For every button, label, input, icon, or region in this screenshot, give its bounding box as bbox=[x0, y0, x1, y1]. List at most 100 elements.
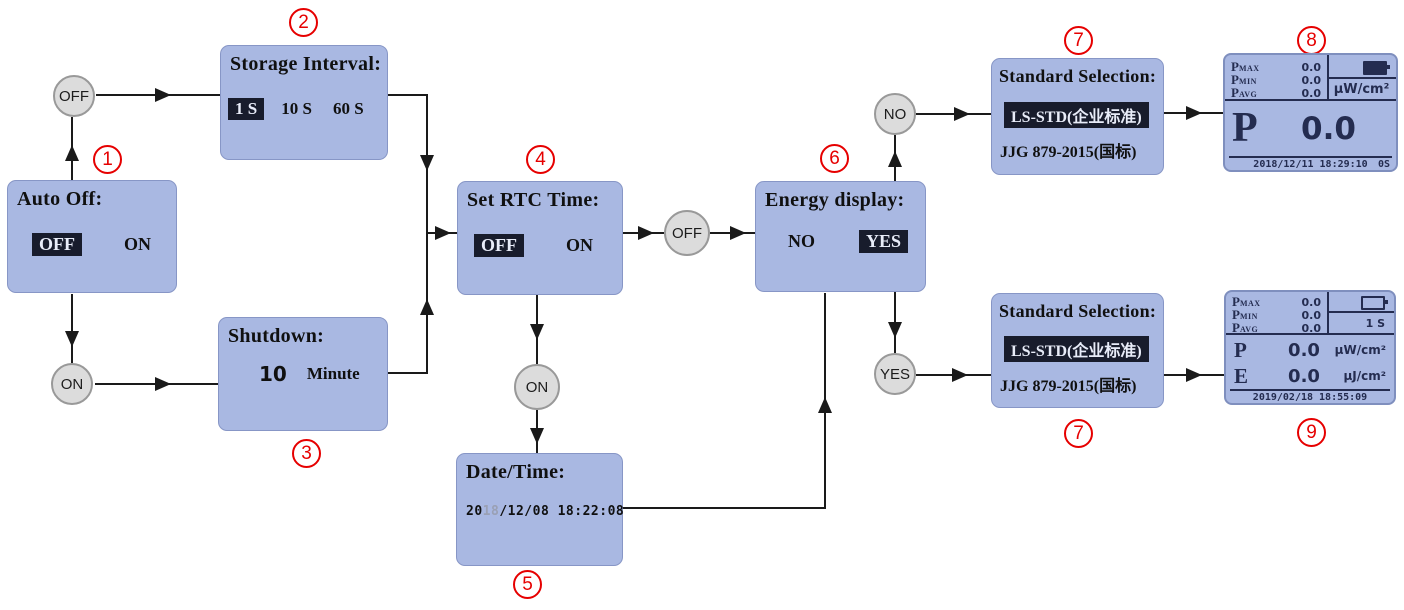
date-rest: /12/08 bbox=[499, 504, 550, 519]
box-title: Auto Off: bbox=[17, 188, 103, 210]
divider bbox=[1327, 311, 1394, 313]
battery-icon bbox=[1363, 61, 1390, 75]
step-badge-6: 6 bbox=[820, 144, 849, 173]
stat-value: 0.0 bbox=[1301, 61, 1322, 74]
measure-row-energy: E 0.0 µJ/cm² bbox=[1226, 363, 1394, 389]
option-off-selected: OFF bbox=[32, 233, 82, 256]
stat-value: 0.0 bbox=[1301, 74, 1322, 87]
timestamp: 2019/02/18 18:55:09 bbox=[1252, 392, 1368, 403]
stat-sub: AVG bbox=[1239, 325, 1259, 334]
node-off-top: OFF bbox=[53, 75, 95, 117]
shutdown-value: 10 bbox=[259, 362, 287, 386]
stat-value: 0.0 bbox=[1301, 87, 1322, 100]
stat-value: 0.0 bbox=[1301, 296, 1322, 309]
measure-label: P bbox=[1234, 337, 1247, 362]
measure-row-power: P 0.0 µW/cm² bbox=[1226, 337, 1394, 363]
option-ls-std-selected: LS-STD(企业标准) bbox=[1004, 102, 1149, 128]
date-year-cursor: 18 bbox=[482, 504, 500, 519]
node-no: NO bbox=[874, 93, 916, 135]
option-ls-std-selected: LS-STD(企业标准) bbox=[1004, 336, 1149, 362]
battery-icon bbox=[1361, 296, 1388, 310]
option-off-selected: OFF bbox=[474, 234, 524, 257]
box-title: Set RTC Time: bbox=[467, 189, 600, 211]
option-jjg-879: JJG 879-2015(国标) bbox=[1000, 378, 1137, 395]
box-title: Date/Time: bbox=[466, 461, 566, 483]
menu-box-date-time: Date/Time: 2018/12/08 18:22:08 bbox=[456, 453, 624, 566]
box-title: Standard Selection: bbox=[999, 66, 1157, 86]
stat-label: P bbox=[1232, 294, 1240, 309]
step-badge-7-top: 7 bbox=[1064, 26, 1093, 55]
step-badge-5: 5 bbox=[513, 570, 542, 599]
node-on-left: ON bbox=[51, 363, 93, 405]
date-year-prefix: 20 bbox=[466, 504, 483, 519]
option-10s: 10 S bbox=[281, 99, 312, 118]
menu-box-standard-selection-bottom: Standard Selection: LS-STD(企业标准) JJG 879… bbox=[991, 293, 1164, 408]
option-1s-selected: 1 S bbox=[228, 98, 265, 120]
shutdown-unit: Minute bbox=[306, 364, 360, 383]
stat-sub: MAX bbox=[1239, 299, 1261, 308]
box-title: Energy display: bbox=[765, 189, 905, 211]
stat-label: P bbox=[1231, 85, 1239, 100]
stat-sub: MIN bbox=[1238, 77, 1257, 86]
node-on-mid: ON bbox=[514, 364, 560, 410]
divider bbox=[1226, 333, 1394, 335]
menu-box-energy-display: Energy display: NO YES bbox=[755, 181, 926, 292]
timestamp: 2018/12/11 18:29:10 bbox=[1253, 159, 1368, 170]
divider bbox=[1230, 389, 1390, 391]
main-measure-label: P bbox=[1232, 105, 1258, 151]
option-no: NO bbox=[788, 231, 815, 251]
measure-label: E bbox=[1234, 363, 1249, 388]
divider bbox=[1225, 99, 1396, 101]
main-measure-value: 0.0 bbox=[1301, 111, 1356, 147]
option-on: ON bbox=[566, 235, 593, 255]
step-badge-4: 4 bbox=[526, 145, 555, 174]
stat-value: 0.0 bbox=[1301, 322, 1322, 335]
option-jjg-879: JJG 879-2015(国标) bbox=[1000, 144, 1137, 161]
option-yes-selected: YES bbox=[859, 230, 909, 253]
measure-value: 0.0 bbox=[1288, 339, 1320, 361]
menu-box-standard-selection-top: Standard Selection: LS-STD(企业标准) JJG 879… bbox=[991, 58, 1164, 175]
stat-label: P bbox=[1232, 320, 1240, 335]
menu-box-storage-interval: Storage Interval: 1 S 10 S 60 S bbox=[220, 45, 388, 160]
step-badge-1: 1 bbox=[93, 145, 122, 174]
storage-indicator: 0S bbox=[1377, 159, 1390, 170]
measure-value: 0.0 bbox=[1288, 365, 1320, 387]
divider bbox=[1327, 292, 1329, 334]
menu-box-auto-off: Auto Off: OFF ON bbox=[7, 180, 177, 293]
menu-box-set-rtc: Set RTC Time: OFF ON bbox=[457, 181, 623, 295]
box-title: Storage Interval: bbox=[230, 53, 382, 75]
divider bbox=[1229, 156, 1392, 158]
stat-sub: MIN bbox=[1239, 312, 1258, 321]
step-badge-2: 2 bbox=[289, 8, 318, 37]
stat-label: P bbox=[1231, 59, 1239, 74]
date-time-value: 2018/12/08 18:22:08 bbox=[466, 504, 624, 519]
box-title: Standard Selection: bbox=[999, 301, 1157, 321]
stat-label: P bbox=[1231, 72, 1239, 87]
measure-unit: µW/cm² bbox=[1334, 343, 1386, 357]
option-on: ON bbox=[124, 234, 151, 254]
stat-label: P bbox=[1232, 307, 1240, 322]
step-badge-8: 8 bbox=[1297, 26, 1326, 55]
node-off-mid: OFF bbox=[664, 210, 710, 256]
stat-sub: AVG bbox=[1238, 90, 1258, 99]
stat-value: 0.0 bbox=[1301, 309, 1322, 322]
stat-sub: MAX bbox=[1238, 64, 1260, 73]
menu-box-shutdown: Shutdown: 10 Minute bbox=[218, 317, 388, 431]
node-yes: YES bbox=[874, 353, 916, 395]
unit-label: µW/cm² bbox=[1333, 82, 1390, 97]
measure-unit: µJ/cm² bbox=[1343, 369, 1386, 383]
interval-indicator: 1 S bbox=[1365, 317, 1385, 330]
time-value: 18:22:08 bbox=[557, 504, 625, 519]
box-title: Shutdown: bbox=[228, 325, 325, 347]
